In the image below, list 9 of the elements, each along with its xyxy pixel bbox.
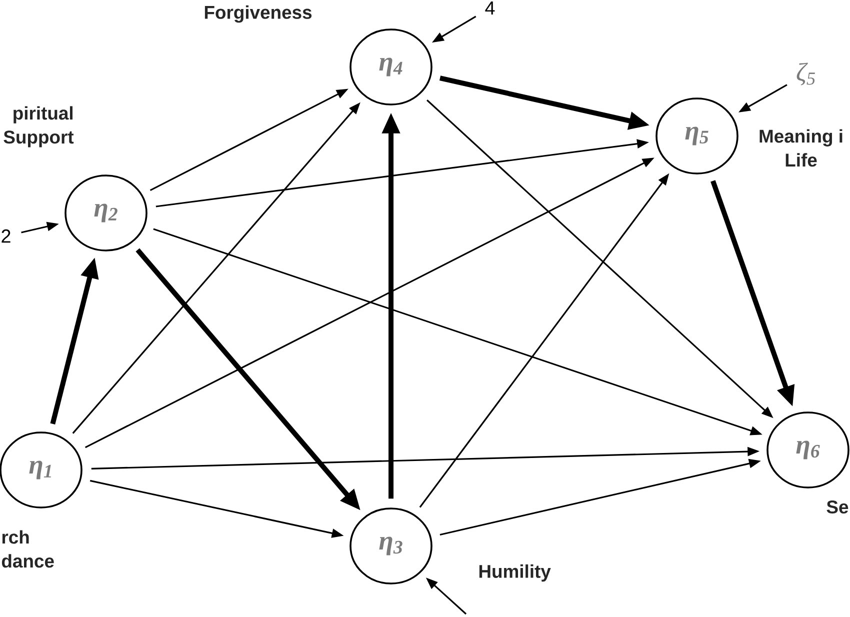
error-term: 2 bbox=[2, 229, 10, 243]
error-term: 4 bbox=[485, 2, 495, 14]
error-term: ζ$_{5}$ bbox=[796, 62, 815, 86]
construct-label: piritual Support bbox=[4, 106, 74, 148]
construct-label: Humility bbox=[479, 564, 551, 582]
construct-label: Se bbox=[826, 500, 848, 514]
construct-label: Meaning i Life bbox=[760, 129, 842, 167]
construct-label: Forgiveness bbox=[204, 5, 312, 23]
construct-label: rch dance bbox=[2, 530, 54, 568]
